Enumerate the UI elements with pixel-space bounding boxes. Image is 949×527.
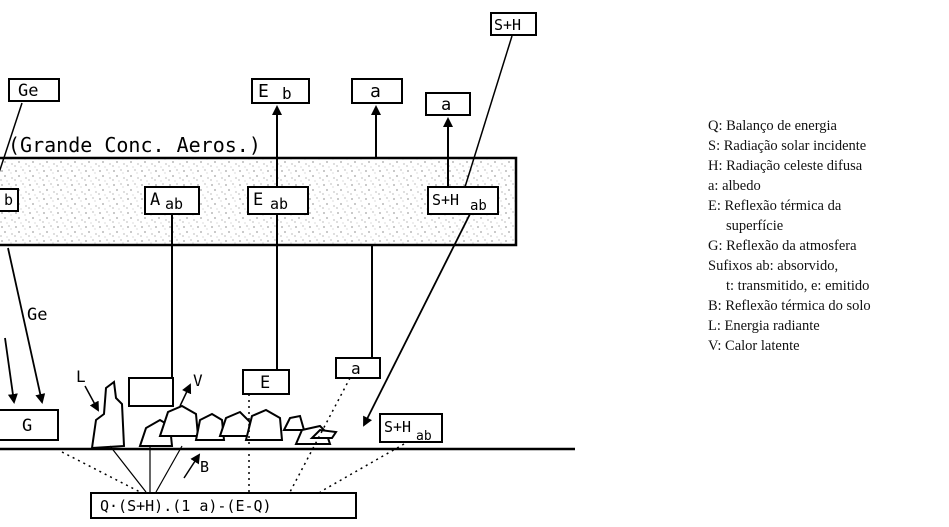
v-arrow — [180, 385, 190, 406]
aerosol-layer-label: (Grande Conc. Aeros.) — [8, 133, 261, 157]
formula-solid-lines — [110, 446, 182, 492]
shab-layer-box: S+H ab — [428, 187, 498, 214]
ge-arrow-label: Ge — [27, 305, 47, 325]
svg-text:S+H: S+H — [384, 418, 411, 436]
empty-ground-box — [129, 378, 173, 406]
legend-item-suffixes-continued: t: transmitido, e: emitido — [708, 276, 948, 296]
sh-top-box: S+H — [491, 13, 536, 35]
eab-layer-box: E ab — [248, 187, 308, 214]
b-label: B — [200, 458, 209, 476]
legend-item-b: B: Reflexão térmica do solo — [708, 296, 948, 316]
energy-balance-formula: Q·(S+H).(1 a)-(E-Q) — [100, 497, 272, 515]
legend: Q: Balanço de energia S: Radiação solar … — [708, 116, 948, 356]
svg-text:a: a — [351, 359, 361, 378]
svg-text:a: a — [370, 81, 381, 102]
ge-down-arrow — [8, 248, 42, 402]
legend-item-l: L: Energia radiante — [708, 316, 948, 336]
legend-item-q: Q: Balanço de energia — [708, 116, 948, 136]
svg-text:E: E — [253, 190, 263, 210]
e-ground-box: E — [243, 370, 289, 394]
legend-item-s: S: Radiação solar incidente — [708, 136, 948, 156]
svg-text:G: G — [22, 416, 32, 436]
b-arrow — [184, 455, 199, 478]
legend-item-a: a: albedo — [708, 176, 948, 196]
l-label: L — [76, 367, 86, 386]
albedo-top-box-1: a — [352, 79, 402, 103]
svg-text:E: E — [258, 81, 269, 102]
legend-item-e: E: Reflexão térmica da — [708, 196, 948, 216]
l-arrow — [85, 386, 98, 410]
svg-text:Ge: Ge — [18, 81, 38, 101]
shab-ground-box: S+H ab — [380, 414, 442, 444]
svg-text:A: A — [150, 190, 160, 210]
svg-text:S+H: S+H — [494, 16, 521, 34]
albedo-top-box-2: a — [426, 93, 470, 115]
svg-text:S+H: S+H — [432, 191, 459, 209]
eb-top-box: E b — [252, 79, 309, 103]
legend-item-v: V: Calor latente — [708, 336, 948, 356]
svg-text:b: b — [4, 191, 13, 209]
svg-text:ab: ab — [165, 195, 183, 213]
a-ground-box: a — [336, 358, 380, 378]
svg-text:a: a — [441, 95, 451, 115]
svg-text:b: b — [282, 84, 292, 103]
ge-down-arrow-2 — [5, 338, 14, 402]
svg-text:E: E — [260, 373, 270, 393]
aab-layer-box: A ab — [145, 187, 199, 214]
svg-text:ab: ab — [470, 198, 487, 214]
svg-text:ab: ab — [416, 429, 432, 444]
svg-text:ab: ab — [270, 195, 288, 213]
g-ground-box: G — [0, 410, 58, 440]
legend-item-h: H: Radiação celeste difusa — [708, 156, 948, 176]
legend-item-e-continued: superfície — [708, 216, 948, 236]
layer-edge-fragment-box: b — [0, 189, 18, 211]
legend-item-suffixes: Sufixos ab: absorvido, — [708, 256, 948, 276]
v-label: V — [193, 371, 203, 390]
ge-top-box: Ge — [9, 79, 59, 101]
legend-item-g: G: Reflexão da atmosfera — [708, 236, 948, 256]
energy-balance-formula-box: Q·(S+H).(1 a)-(E-Q) — [91, 493, 356, 518]
